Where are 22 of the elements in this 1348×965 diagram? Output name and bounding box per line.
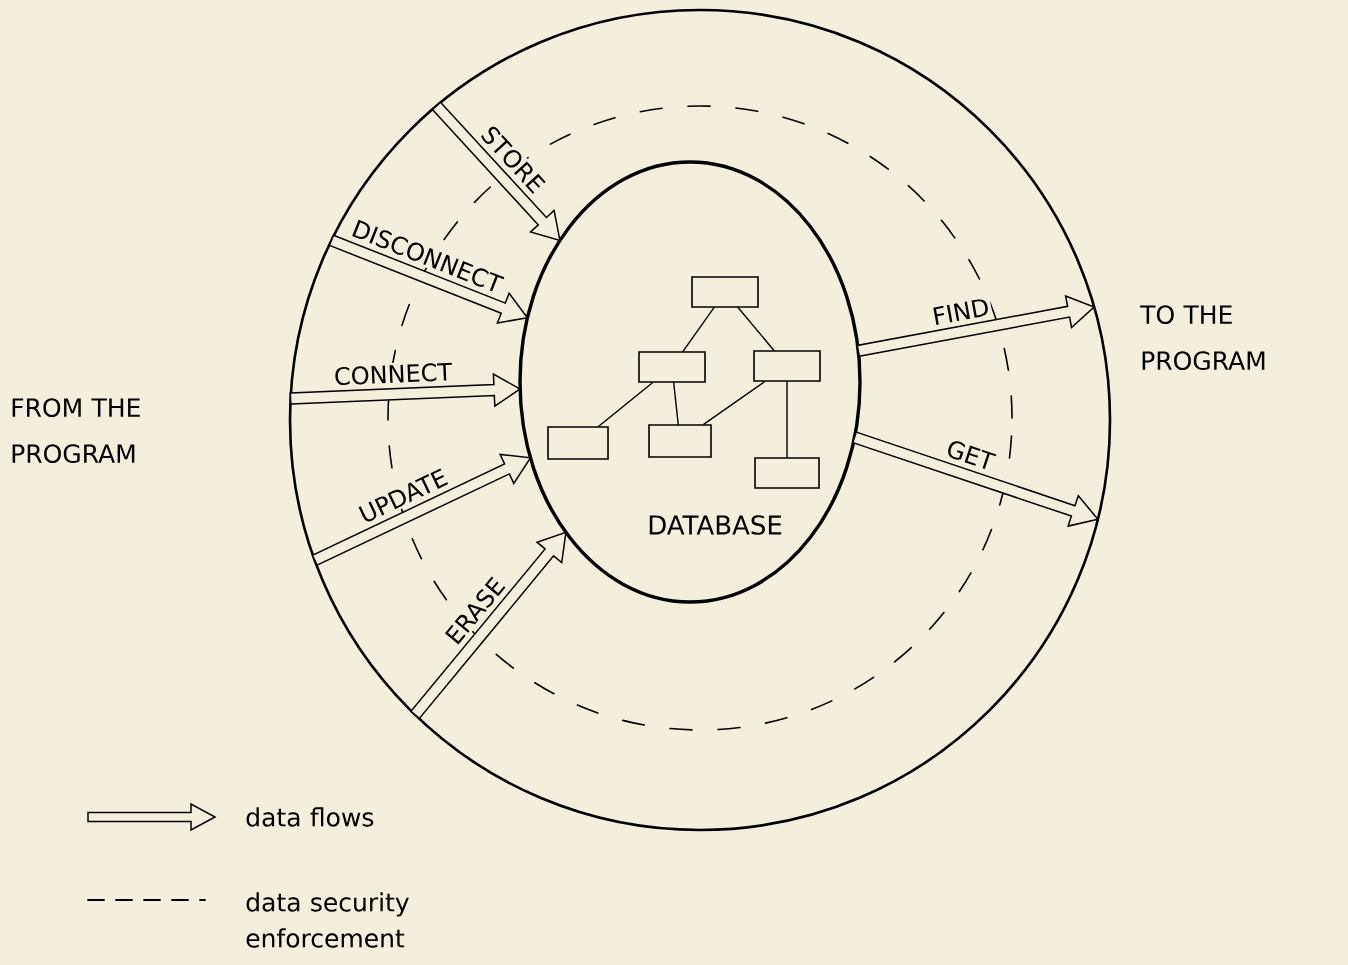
record-box (648, 424, 712, 458)
connector-line (703, 381, 766, 425)
connector-line (682, 307, 715, 352)
side-label: FROM THE PROGRAM (12, 398, 140, 464)
record-box (754, 457, 820, 489)
data-flow-arrow (289, 372, 522, 408)
edge-label: CONNECT (331, 360, 455, 388)
record-box (753, 350, 821, 382)
connector-line (673, 382, 679, 425)
connector-line (737, 307, 775, 351)
legend-label: data flows (246, 807, 374, 827)
edge-label: GET (942, 436, 999, 474)
data-flow-arrow (431, 101, 561, 242)
connector-line (786, 381, 788, 458)
connector-line (598, 382, 654, 427)
data-flow-arrow (328, 234, 529, 324)
record-box (547, 426, 609, 460)
record-box (691, 276, 759, 308)
legend-label: data security enforcement (246, 892, 409, 948)
side-label: TO THE PROGRAM (1140, 305, 1265, 371)
edge-label: FIND (928, 295, 993, 328)
record-box (638, 351, 706, 383)
